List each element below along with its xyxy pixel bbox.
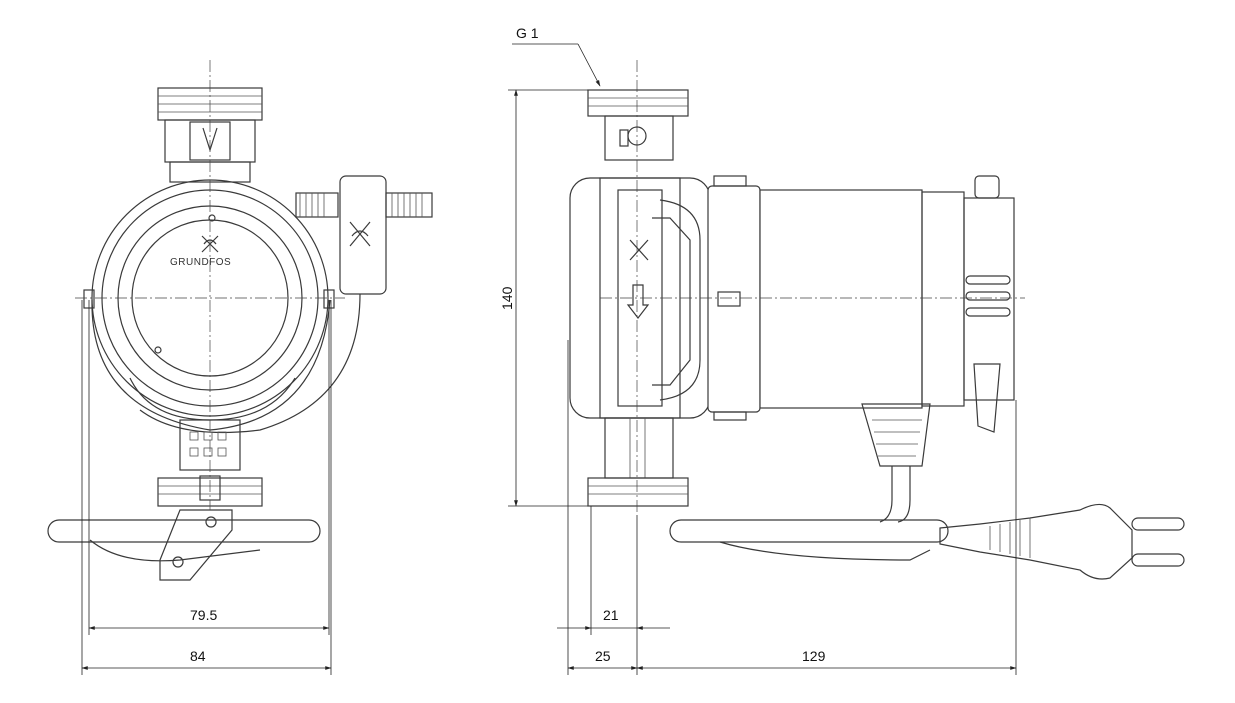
dimension-79-5-label: 79.5: [190, 607, 217, 623]
side-motor: [707, 175, 1015, 433]
dimension-25: 25: [567, 648, 638, 670]
dimension-21: 21: [557, 607, 670, 630]
thread-callout: G 1: [512, 25, 601, 87]
dimension-21-label: 21: [603, 607, 619, 623]
dimension-79-5: 79.5: [88, 607, 330, 630]
thread-label: G 1: [516, 25, 539, 41]
dimension-140: 140: [499, 89, 518, 507]
side-view: G 1: [499, 25, 1185, 675]
dimension-140-label: 140: [499, 286, 515, 310]
dimension-84-label: 84: [190, 648, 206, 664]
front-brand-label: GRUNDFOS: [170, 257, 231, 268]
dimension-84: 84: [81, 648, 332, 670]
front-view: GRUNDFOS: [47, 60, 433, 675]
dimension-129: 129: [636, 648, 1017, 670]
side-cable-and-plug: [669, 403, 1185, 580]
front-control-box: [139, 175, 433, 434]
side-top-connector: [587, 89, 689, 161]
dimension-25-label: 25: [595, 648, 611, 664]
dimension-129-label: 129: [802, 648, 826, 664]
side-bottom-connector: [587, 417, 689, 507]
